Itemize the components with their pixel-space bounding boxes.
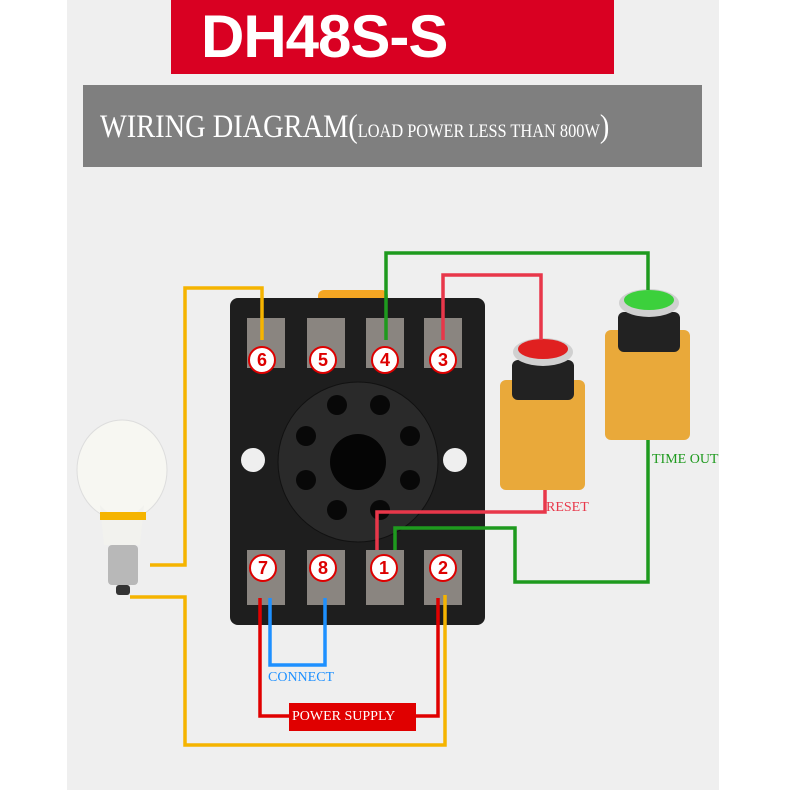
supply-wire-right	[416, 598, 440, 718]
terminal-7: 7	[258, 558, 268, 578]
subtitle-main: WIRING DIAGRAM(	[100, 109, 358, 145]
product-title: DH48S-S	[201, 3, 448, 70]
terminal-8: 8	[318, 558, 328, 578]
connect-label: CONNECT	[268, 670, 335, 685]
terminal-2: 2	[438, 558, 448, 578]
terminal-6: 6	[257, 350, 267, 370]
time-out-button	[605, 289, 690, 440]
subtitle-close: )	[599, 109, 610, 145]
terminal-1: 1	[379, 558, 389, 578]
time-out-label: TIME OUT	[652, 452, 719, 467]
light-bulb	[76, 419, 168, 595]
connect-wire	[268, 598, 327, 667]
green-wire-bottom	[393, 440, 650, 584]
terminal-3: 3	[438, 350, 448, 370]
supply-wire-left	[258, 598, 290, 718]
terminal-markers: 6 5 4 3 7 8 1 2	[248, 346, 457, 582]
red-wire-bottom	[375, 490, 547, 550]
reset-button	[500, 338, 585, 490]
reset-label: RESET	[546, 500, 589, 515]
red-wire-top	[441, 273, 543, 340]
yellow-wire-top	[150, 286, 264, 567]
green-wire-top	[384, 251, 650, 340]
relay-socket	[230, 290, 485, 625]
title-banner: DH48S-S	[171, 0, 614, 74]
terminal-4: 4	[380, 350, 390, 370]
power-supply-box	[289, 703, 416, 731]
power-supply-label: POWER SUPPLY	[292, 709, 396, 724]
yellow-wire-bottom	[130, 595, 447, 747]
subtitle-note: LOAD POWER LESS THAN 800W	[357, 121, 600, 142]
subtitle-banner: WIRING DIAGRAM(LOAD POWER LESS THAN 800W…	[83, 85, 702, 167]
terminal-5: 5	[318, 350, 328, 370]
subtitle: WIRING DIAGRAM(LOAD POWER LESS THAN 800W…	[100, 109, 609, 146]
